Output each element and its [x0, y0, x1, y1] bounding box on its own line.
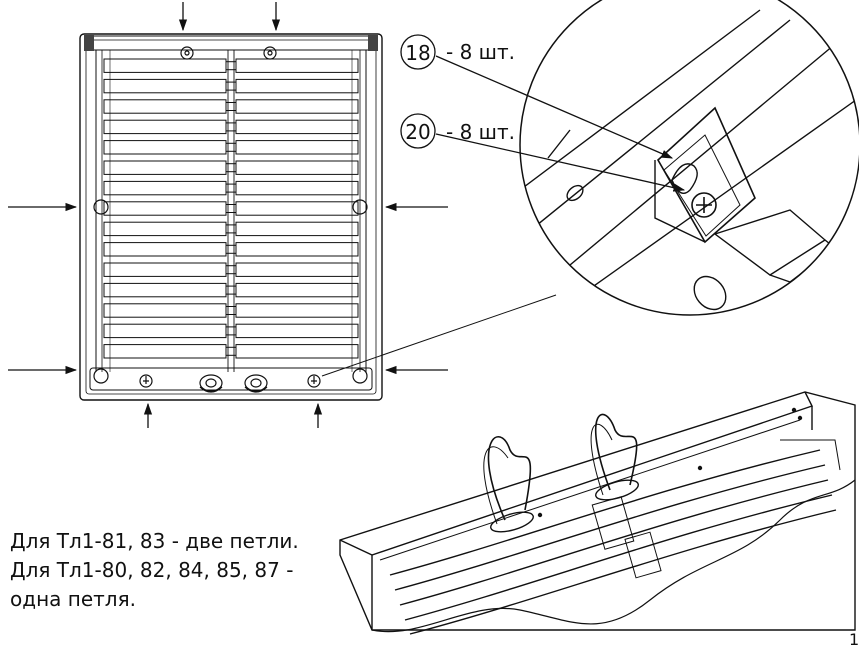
zoom-leader	[321, 294, 557, 377]
slat	[103, 58, 227, 73]
slat	[103, 282, 227, 298]
slat	[235, 78, 359, 94]
slat	[235, 221, 359, 237]
frame-perspective-view	[339, 391, 856, 635]
slat-holder	[225, 326, 237, 336]
slat-holder	[225, 183, 237, 193]
slat	[103, 323, 227, 339]
callout-20-number: 20	[405, 120, 430, 144]
assembly-note: Для Тл1-81, 83 - две петли. Для Тл1-80, …	[10, 527, 299, 614]
slat-holder	[225, 102, 237, 111]
callout-20-quantity: - 8 шт.	[446, 120, 515, 144]
slat	[103, 140, 227, 155]
callout-20: 20	[400, 113, 436, 149]
slat	[103, 201, 227, 216]
slat	[235, 262, 359, 277]
slat	[103, 303, 227, 318]
slat	[235, 303, 359, 318]
frame-top-view	[79, 33, 383, 401]
slat-holder	[225, 346, 237, 356]
slat-holder	[225, 265, 237, 275]
slat	[235, 140, 359, 155]
slat-holder	[225, 204, 237, 213]
callout-leaders	[435, 55, 686, 192]
slat	[235, 160, 359, 175]
slat	[103, 221, 227, 237]
slat	[103, 180, 227, 196]
slat	[103, 242, 227, 257]
note-line-2: Для Тл1-80, 82, 84, 85, 87 -	[10, 558, 294, 582]
slat-holder	[225, 244, 237, 254]
slat	[235, 99, 359, 114]
slat	[103, 160, 227, 175]
slat	[103, 78, 227, 94]
page-number: 1	[849, 630, 859, 649]
slat	[235, 242, 359, 257]
callout-18-number: 18	[405, 41, 430, 65]
slat	[235, 180, 359, 196]
note-line-3: одна петля.	[10, 587, 136, 611]
slat	[103, 119, 227, 135]
slat-holder	[225, 285, 237, 295]
slat	[103, 99, 227, 114]
slat-holder	[225, 61, 237, 71]
frame-fasteners	[93, 46, 368, 393]
slat-holder	[225, 163, 237, 173]
callout-18: 18	[400, 34, 436, 70]
slat	[235, 282, 359, 298]
slat-group	[103, 58, 359, 359]
slat-holder	[225, 122, 237, 132]
slat-holder	[225, 142, 237, 152]
frame-outer	[79, 33, 383, 401]
slat-holder	[225, 224, 237, 234]
slat	[103, 262, 227, 277]
note-line-1: Для Тл1-81, 83 - две петли.	[10, 529, 299, 553]
slat	[235, 201, 359, 216]
slat	[235, 344, 359, 359]
slat	[235, 119, 359, 135]
pointer-arrows	[8, 2, 448, 428]
slat	[235, 323, 359, 339]
slat	[235, 58, 359, 73]
slat-holder	[225, 306, 237, 315]
slat-holder	[225, 81, 237, 91]
detail-zoom	[519, 0, 859, 316]
slat	[103, 344, 227, 359]
callout-18-quantity: - 8 шт.	[446, 40, 515, 64]
